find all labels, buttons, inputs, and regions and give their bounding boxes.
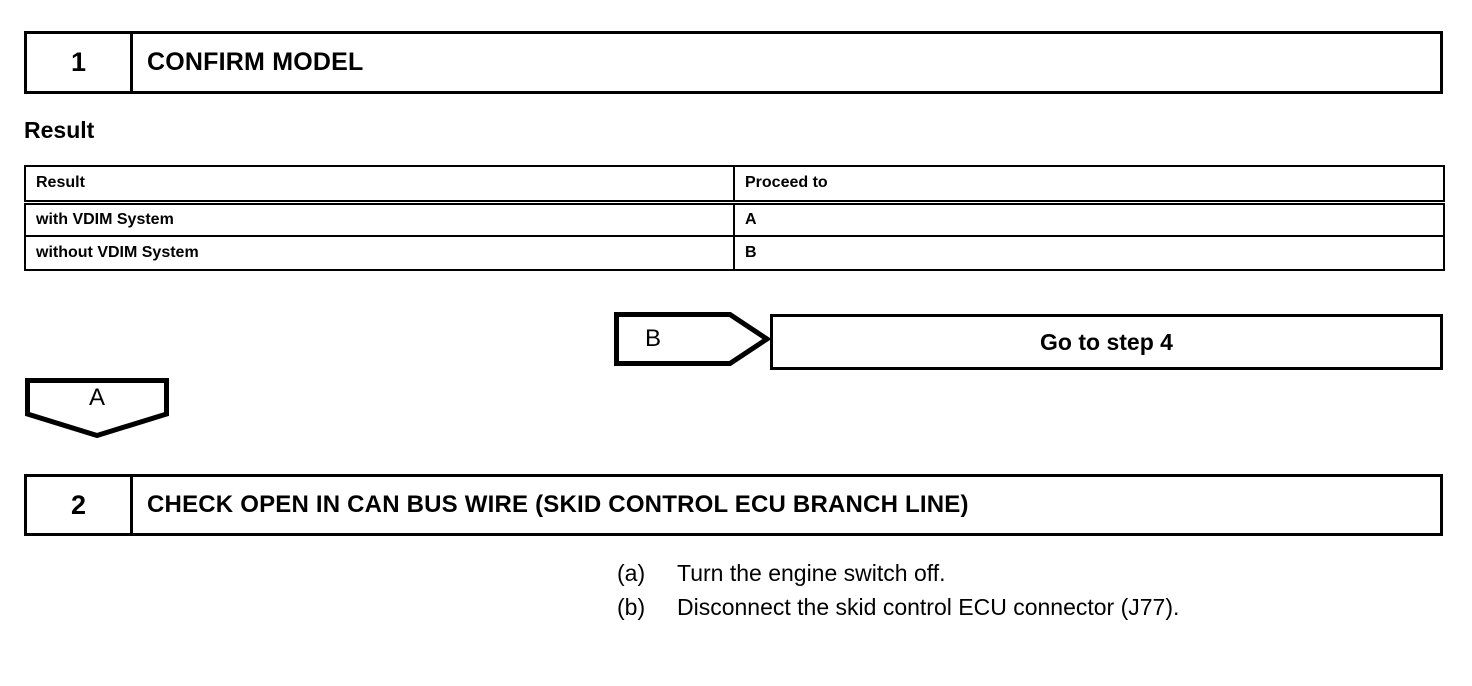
pentagon-down-icon [25, 378, 169, 438]
branch-connector-a-letter: A [88, 384, 105, 411]
list-item: (b) Disconnect the skid control ECU conn… [617, 590, 1417, 624]
result-cell-condition: without VDIM System [24, 235, 735, 271]
column-header-result: Result [24, 165, 735, 205]
step-title-1: CONFIRM MODEL [147, 48, 364, 76]
step-title-2: CHECK OPEN IN CAN BUS WIRE (SKID CONTROL… [147, 491, 969, 518]
step-header-1: 1 CONFIRM MODEL [24, 31, 1443, 94]
branch-connector-a: A [25, 378, 169, 438]
procedure-item-text: Turn the engine switch off. [677, 560, 946, 586]
procedure-item-label: (a) [617, 560, 646, 586]
table-row: without VDIM System B [24, 235, 1445, 271]
pentagon-right-icon [614, 312, 770, 366]
result-cell-proceed: B [733, 235, 1445, 271]
column-header-proceed-to: Proceed to [733, 165, 1445, 205]
result-cell-proceed: A [733, 201, 1445, 237]
step-header-2: 2 CHECK OPEN IN CAN BUS WIRE (SKID CONTR… [24, 474, 1443, 536]
list-item: (a) Turn the engine switch off. [617, 556, 1417, 590]
result-table: Result Proceed to with VDIM System A wit… [24, 165, 1445, 271]
branch-connector-b: B [614, 312, 770, 366]
procedure-list: (a) Turn the engine switch off. (b) Disc… [617, 556, 1417, 624]
result-cell-condition: with VDIM System [24, 201, 735, 237]
table-header-row: Result Proceed to [24, 165, 1445, 205]
step-number-2: 2 [27, 477, 133, 533]
procedure-item-label: (b) [617, 594, 646, 620]
table-row: with VDIM System A [24, 201, 1445, 237]
step-number-1: 1 [27, 34, 133, 91]
result-section-heading: Result [24, 117, 95, 143]
goto-step-4-box: Go to step 4 [770, 314, 1443, 370]
branch-connector-b-letter: B [644, 325, 661, 352]
procedure-item-text: Disconnect the skid control ECU connecto… [677, 594, 1180, 620]
